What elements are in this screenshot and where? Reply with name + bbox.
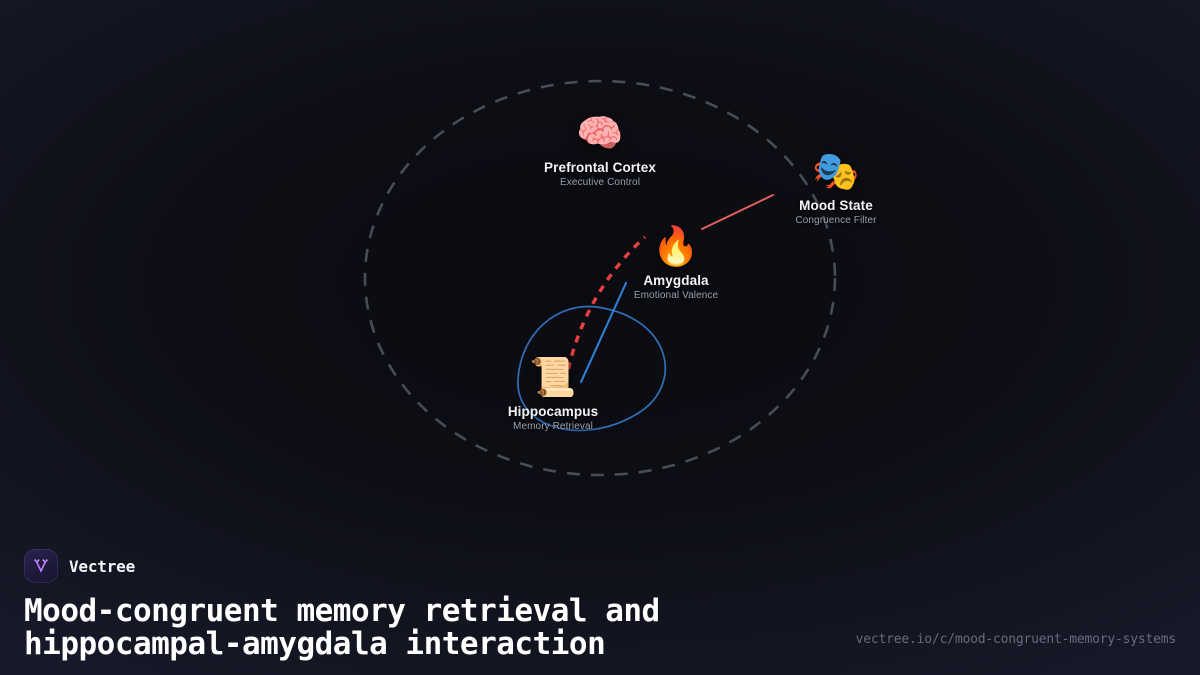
scroll-icon: 📜 <box>529 357 577 399</box>
node-label: Amygdala <box>643 273 709 288</box>
node-label: Hippocampus <box>507 404 599 419</box>
page-title: Mood-congruent memory retrieval and hipp… <box>24 595 814 661</box>
node-sublabel: Emotional Valence <box>633 290 719 301</box>
node-sublabel: Congruence Filter <box>795 215 877 226</box>
theater-masks-icon: 🎭 <box>812 151 860 193</box>
graph-node-amygdala[interactable]: 🔥 Amygdala Emotional Valence <box>576 225 776 301</box>
fire-icon: 🔥 <box>652 226 700 268</box>
graph-canvas[interactable]: 🧠 Prefrontal Cortex Executive Control 🎭 … <box>0 0 1200 525</box>
brand-name: Vectree <box>69 556 136 576</box>
node-sublabel: Executive Control <box>559 177 641 188</box>
brain-icon: 🧠 <box>576 113 624 155</box>
share-url[interactable]: vectree.io/c/mood-congruent-memory-syste… <box>855 632 1177 647</box>
graph-node-hippocampus[interactable]: 📜 Hippocampus Memory Retrieval <box>453 356 653 432</box>
brand[interactable]: Vectree <box>24 549 1176 583</box>
vectree-logo-icon <box>24 549 58 583</box>
graph-node-prefrontal-cortex[interactable]: 🧠 Prefrontal Cortex Executive Control <box>500 112 700 188</box>
node-sublabel: Memory Retrieval <box>513 421 593 432</box>
page-title-line-2: hippocampal-amygdala interaction <box>24 625 606 662</box>
footer: Vectree Mood-congruent memory retrieval … <box>0 525 1200 675</box>
node-label: Prefrontal Cortex <box>544 160 656 175</box>
node-label: Mood State <box>799 198 873 213</box>
page-title-line-1: Mood-congruent memory retrieval and <box>24 593 660 629</box>
graph-node-mood-state[interactable]: 🎭 Mood State Congruence Filter <box>736 150 936 226</box>
